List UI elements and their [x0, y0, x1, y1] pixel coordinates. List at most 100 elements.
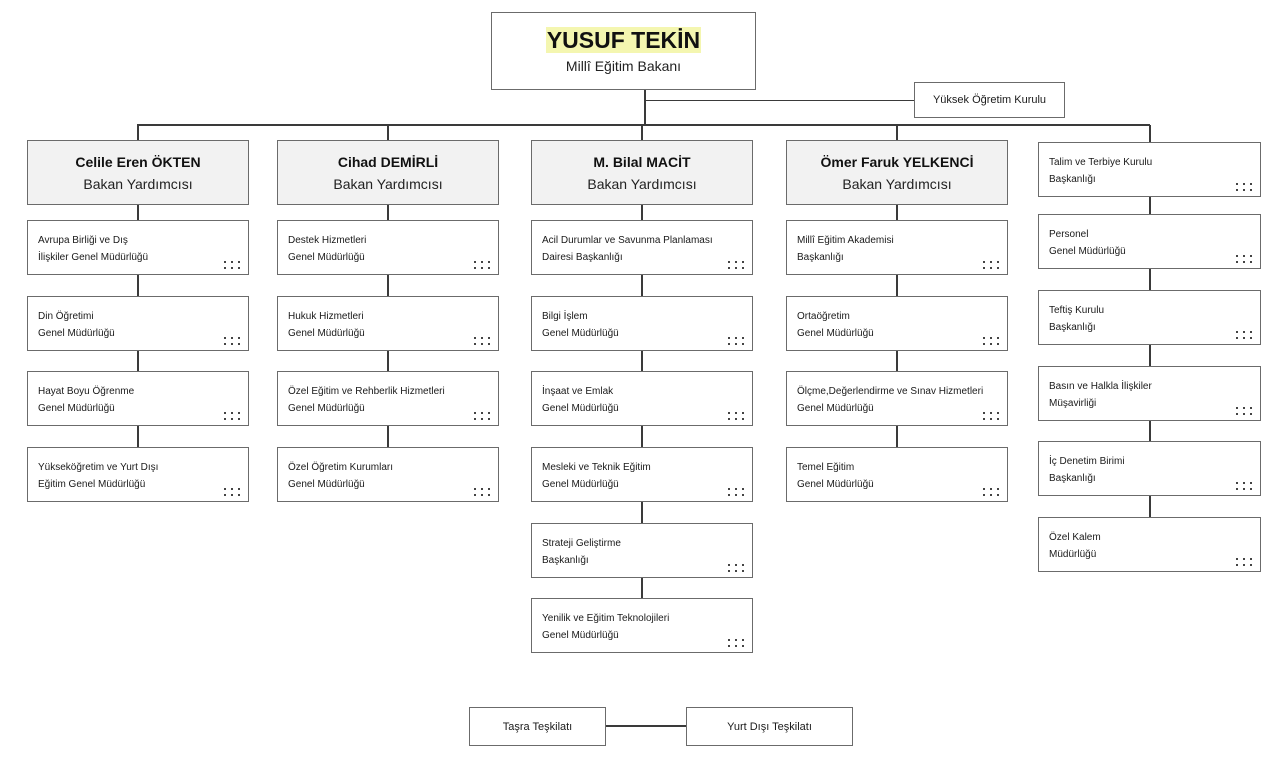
unit-label-line-1: Din Öğretimi — [38, 311, 94, 322]
more-options-icon[interactable] — [1236, 331, 1255, 340]
provincial-organization-label: Taşra Teşkilatı — [502, 720, 573, 733]
more-options-icon[interactable] — [224, 337, 243, 346]
more-options-icon[interactable] — [474, 261, 493, 270]
more-options-icon[interactable] — [474, 337, 493, 346]
unit-label-line-2: Genel Müdürlüğü — [288, 403, 365, 414]
unit-label-line-2: Başkanlığı — [1049, 174, 1096, 185]
unit-label-line-1: Mesleki ve Teknik Eğitim — [542, 462, 651, 473]
unit-label-line-2: Genel Müdürlüğü — [288, 252, 365, 263]
unit-label-line-2: Başkanlığı — [1049, 322, 1096, 333]
more-options-icon[interactable] — [728, 337, 747, 346]
more-options-icon[interactable] — [728, 261, 747, 270]
more-options-icon[interactable] — [983, 488, 1002, 497]
unit-label-line-1: Acil Durumlar ve Savunma Planlaması — [542, 235, 713, 246]
unit-label-line-2: Genel Müdürlüğü — [38, 403, 115, 414]
unit-label-line-1: Temel Eğitim — [797, 462, 855, 473]
unit-label-line-2: Eğitim Genel Müdürlüğü — [38, 479, 146, 490]
more-options-icon[interactable] — [1236, 255, 1255, 264]
connector-horizontal-bus — [137, 124, 1150, 126]
unit-label-line-2: Başkanlığı — [797, 252, 844, 263]
deputy-name: Celile Eren ÖKTEN — [75, 154, 201, 170]
more-options-icon[interactable] — [224, 412, 243, 421]
more-options-icon[interactable] — [1236, 558, 1255, 567]
unit-label-line-2: Başkanlığı — [542, 555, 589, 566]
more-options-icon[interactable] — [1236, 482, 1255, 491]
more-options-icon[interactable] — [1236, 407, 1255, 416]
more-options-icon[interactable] — [728, 412, 747, 421]
more-options-icon[interactable] — [1236, 183, 1255, 192]
unit-label-line-1: Teftiş Kurulu — [1049, 305, 1105, 316]
unit-label-line-2: Genel Müdürlüğü — [797, 403, 874, 414]
more-options-icon[interactable] — [224, 488, 243, 497]
minister-box[interactable]: YUSUF TEKİN Millî Eğitim Bakanı — [491, 12, 756, 90]
unit-label-line-1: Yenilik ve Eğitim Teknolojileri — [542, 613, 670, 624]
unit-label-line-2: Genel Müdürlüğü — [288, 328, 365, 339]
unit-label-line-2: Genel Müdürlüğü — [797, 328, 874, 339]
more-options-icon[interactable] — [983, 261, 1002, 270]
minister-name: YUSUF TEKİN — [545, 27, 702, 53]
more-options-icon[interactable] — [728, 564, 747, 573]
unit-label-line-1: Avrupa Birliği ve Dış — [38, 235, 128, 246]
more-options-icon[interactable] — [474, 488, 493, 497]
unit-label-line-2: Genel Müdürlüğü — [1049, 246, 1126, 257]
more-options-icon[interactable] — [983, 412, 1002, 421]
unit-label-line-1: Özel Eğitim ve Rehberlik Hizmetleri — [288, 386, 445, 397]
unit-label-line-2: Genel Müdürlüğü — [542, 403, 619, 414]
unit-label-line-2: Başkanlığı — [1049, 473, 1096, 484]
more-options-icon[interactable] — [728, 639, 747, 648]
more-options-icon[interactable] — [983, 337, 1002, 346]
unit-label-line-2: Genel Müdürlüğü — [542, 328, 619, 339]
council-box[interactable]: Yüksek Öğretim Kurulu — [914, 82, 1065, 118]
more-options-icon[interactable] — [728, 488, 747, 497]
more-options-icon[interactable] — [224, 261, 243, 270]
unit-label-line-1: İnşaat ve Emlak — [542, 386, 614, 397]
provincial-organization-box[interactable]: Taşra Teşkilatı — [469, 707, 606, 746]
unit-label-line-2: Genel Müdürlüğü — [542, 630, 619, 641]
more-options-icon[interactable] — [474, 412, 493, 421]
overseas-organization-box[interactable]: Yurt Dışı Teşkilatı — [686, 707, 853, 746]
unit-label-line-1: Özel Kalem — [1049, 532, 1101, 543]
unit-label-line-1: İç Denetim Birimi — [1049, 456, 1125, 467]
unit-label-line-1: Ölçme,Değerlendirme ve Sınav Hizmetleri — [797, 386, 984, 397]
